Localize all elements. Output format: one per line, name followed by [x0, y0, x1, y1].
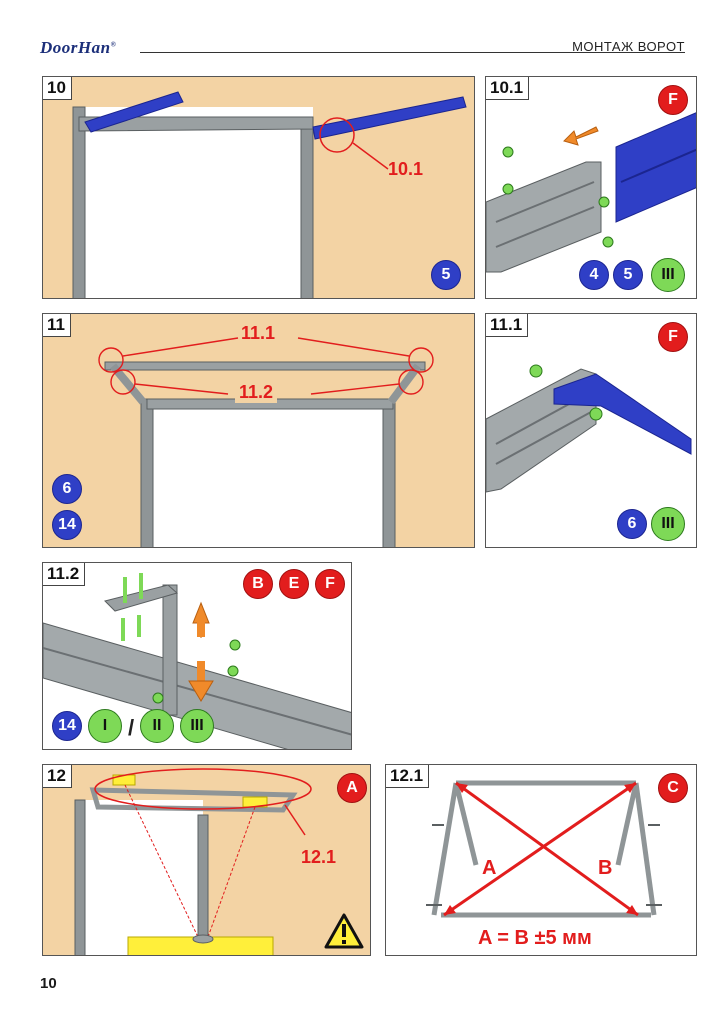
panel-11: 11 11.1 11.2 6 14 — [42, 313, 475, 548]
header-rule — [140, 52, 685, 53]
badge-blue: 5 — [431, 260, 461, 290]
panel-label: 12 — [43, 765, 72, 788]
badge-red: F — [658, 85, 688, 115]
brand-logo: DoorHan® — [40, 38, 117, 57]
badge-red: A — [337, 773, 367, 803]
badge-blue: 5 — [613, 260, 643, 290]
badge-green: III — [651, 258, 685, 292]
diagonal-a-label: A — [482, 857, 497, 879]
panel-10-1: 10.1 F 4 5 III — [485, 76, 697, 299]
callout-10-1: 10.1 — [388, 159, 424, 179]
badge-red: F — [315, 569, 345, 599]
hanger-bracket-illustration — [43, 573, 351, 749]
panel-label: 10.1 — [486, 77, 530, 100]
badge-red: E — [279, 569, 309, 599]
diagonal-check-illustration — [426, 780, 662, 918]
badge-blue: 14 — [52, 510, 82, 540]
track-joint-illustration — [486, 112, 696, 273]
callout-12-1: 12.1 — [301, 847, 337, 867]
panel-label: 12.1 — [386, 765, 430, 788]
page-title: МОНТАЖ ВОРОТ — [572, 39, 685, 54]
panel-11-2: 11.2 B E F 14 I / II III — [42, 562, 352, 750]
page-number: 10 — [40, 975, 57, 992]
badge-blue: 4 — [579, 260, 609, 290]
badge-red: C — [658, 773, 688, 803]
badge-green: II — [140, 709, 174, 743]
panel-10: 10 10.1 5 — [42, 76, 475, 299]
panel-label: 10 — [43, 77, 72, 100]
frame-illustration — [98, 337, 434, 547]
panel-12-1: 12.1 C A B A = B ±5 мм — [385, 764, 697, 956]
badge-red: F — [658, 322, 688, 352]
badge-green: III — [180, 709, 214, 743]
callout-11-1: 11.1 — [241, 323, 276, 343]
badge-green: III — [651, 507, 685, 541]
panel-label: 11.1 — [486, 314, 529, 337]
frame-illustration — [72, 91, 467, 298]
tolerance-formula: A = B ±5 мм — [478, 927, 592, 949]
panel-12: 12 A 12.1 — [42, 764, 371, 956]
badge-red: B — [243, 569, 273, 599]
badge-blue: 14 — [52, 711, 82, 741]
panel-label: 11 — [43, 314, 71, 337]
frame-level-illustration — [74, 768, 312, 955]
callout-11-2: 11.2 — [235, 382, 278, 403]
separator-slash: / — [128, 715, 135, 740]
badge-blue: 6 — [617, 509, 647, 539]
bracket-joint-illustration — [486, 364, 692, 493]
badge-green: I — [88, 709, 122, 743]
badge-blue: 6 — [52, 474, 82, 504]
panel-11-1: 11.1 F 6 III — [485, 313, 697, 548]
panel-label: 11.2 — [43, 563, 86, 586]
diagonal-b-label: B — [598, 857, 613, 879]
